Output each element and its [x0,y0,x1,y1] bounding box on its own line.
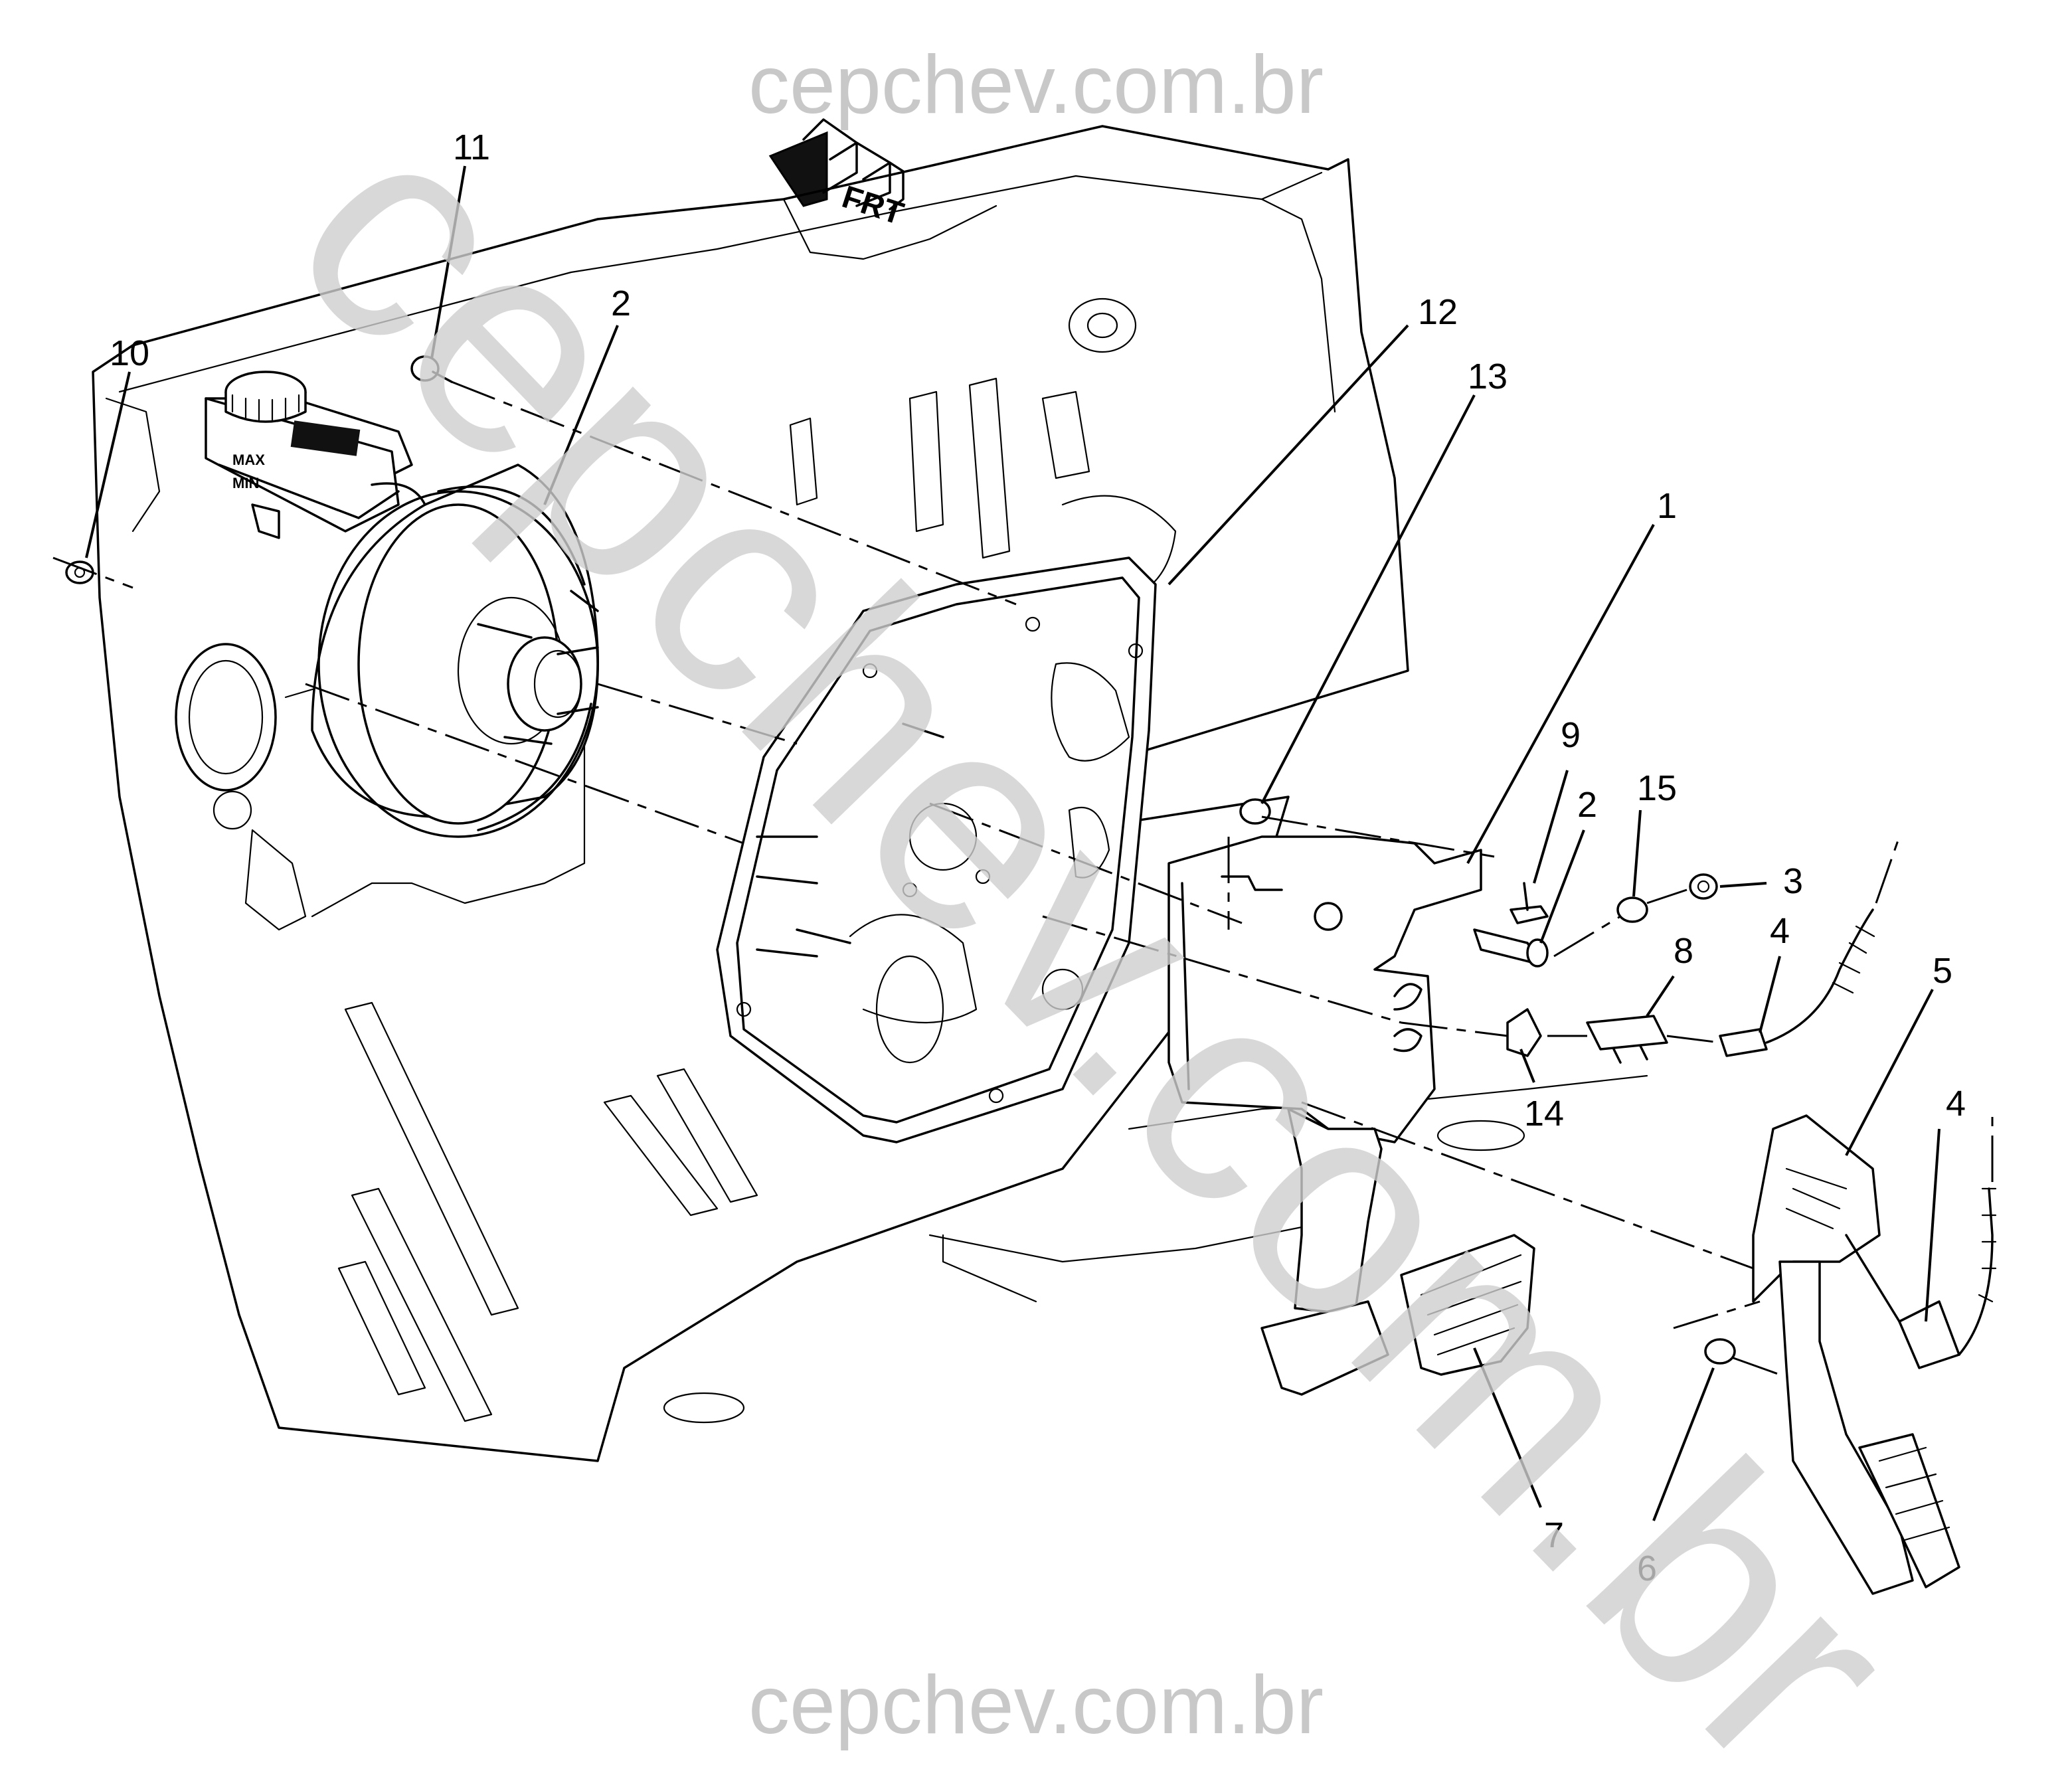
assembly-lines [52,381,1780,1376]
watermark-top: cepchev.com.br [748,39,1324,131]
accelerator-pedal-assembly [1752,1114,1997,1595]
callout-11: 11 [453,127,490,167]
bolt-11 [410,355,440,382]
watermark-diagonal: cepchev.com.br [231,61,1960,1777]
callout-8: 8 [1674,931,1693,971]
callout-13: 13 [1468,357,1508,396]
brake-booster [311,464,600,838]
callout-15: 15 [1637,768,1677,808]
brake-master-cylinder: MAX MIN [205,371,426,539]
front-indicator-label: FRT [838,179,908,232]
brake-pedal-assembly [1167,835,1535,1396]
watermark-bottom: cepchev.com.br [748,1659,1324,1751]
callout-7: 7 [1544,1515,1564,1555]
callout-9: 9 [1561,715,1581,755]
pedal-bracket-plate [716,556,1157,1143]
callout-5: 5 [1933,951,1952,991]
reservoir-min-label: MIN [232,475,259,491]
callout-4-lower: 4 [1946,1084,1966,1124]
callout-leaders [85,165,1941,1521]
callout-10: 10 [110,333,149,373]
callout-numbers: 1 2 2 3 4 4 5 6 7 8 9 10 11 12 13 14 15 [110,127,1966,1588]
callout-6: 6 [1637,1549,1657,1588]
callout-4-upper: 4 [1770,911,1790,951]
nut-13 [1239,798,1271,825]
callout-2-lower: 2 [1577,785,1597,825]
callout-14: 14 [1524,1094,1564,1134]
callout-1: 1 [1657,486,1677,526]
callout-12: 12 [1418,292,1458,332]
callout-3: 3 [1783,861,1803,901]
reservoir-max-label: MAX [232,452,265,468]
callout-2-upper: 2 [611,284,631,323]
